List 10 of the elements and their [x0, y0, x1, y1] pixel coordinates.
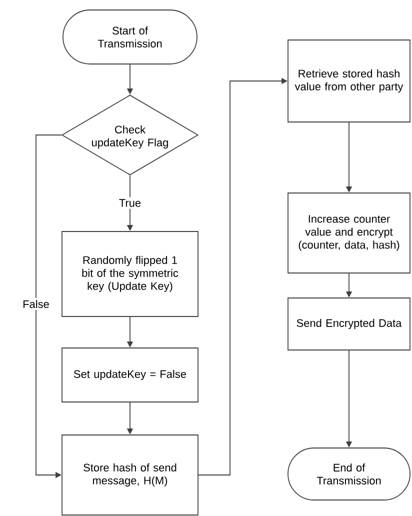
- process-box: Retrieve stored hash value from other party: [288, 40, 410, 122]
- process-box: Increase counter value and encrypt (counter, data, hash): [288, 192, 410, 274]
- terminal-box: End of Transmission: [288, 448, 410, 500]
- process-box: Set updateKey = False: [62, 348, 198, 402]
- process-box: Store hash of send message, H(M): [62, 434, 198, 516]
- process-box: Send Encrypted Data: [288, 298, 410, 350]
- terminal-box: Start of Transmission: [62, 10, 198, 64]
- process-box: Randomly flipped 1 bit of the symmetric key (Update Key): [62, 231, 198, 317]
- edge-label: False: [20, 298, 52, 310]
- edge-label: True: [116, 197, 144, 209]
